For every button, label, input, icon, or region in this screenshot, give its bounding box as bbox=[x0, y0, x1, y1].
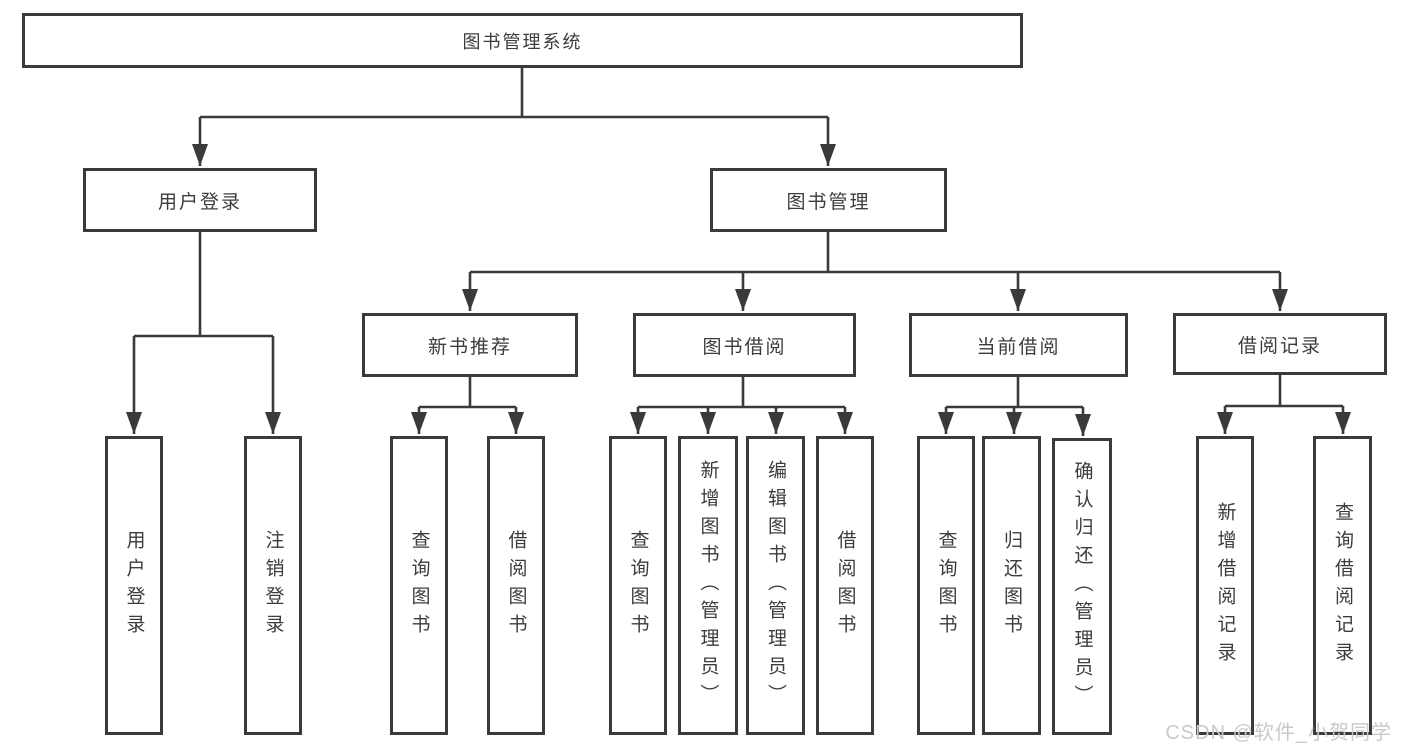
node-current-borrowing: 当前借阅 bbox=[909, 313, 1128, 377]
leaf-edit-books-admin: 编辑图书（管理员） bbox=[746, 436, 805, 735]
leaf-query-books-borrowing: 查询图书 bbox=[609, 436, 667, 735]
leaf-return-books: 归还图书 bbox=[982, 436, 1041, 735]
leaf-label: 编辑图书（管理员） bbox=[765, 459, 786, 712]
leaf-label: 借阅图书 bbox=[834, 529, 856, 642]
node-borrow-records: 借阅记录 bbox=[1173, 313, 1387, 375]
leaf-label: 确认归还（管理员） bbox=[1071, 460, 1093, 713]
leaf-label: 查询图书 bbox=[627, 529, 649, 642]
leaf-query-books-current: 查询图书 bbox=[917, 436, 975, 735]
leaf-label: 查询借阅记录 bbox=[1332, 501, 1353, 670]
leaf-borrow-books: 借阅图书 bbox=[816, 436, 874, 735]
node-book-management: 图书管理 bbox=[710, 168, 947, 232]
node-new-book-recommend: 新书推荐 bbox=[362, 313, 578, 377]
leaf-logout: 注销登录 bbox=[244, 436, 302, 735]
node-user-login: 用户登录 bbox=[83, 168, 317, 232]
leaf-add-books-admin: 新增图书（管理员） bbox=[678, 436, 738, 735]
csdn-watermark: CSDN @软件_小贺同学 bbox=[1165, 722, 1392, 744]
leaf-label: 新增图书（管理员） bbox=[697, 459, 719, 712]
leaf-user-login: 用户登录 bbox=[105, 436, 163, 735]
node-book-borrowing: 图书借阅 bbox=[633, 313, 856, 377]
leaf-query-borrow-record: 查询借阅记录 bbox=[1313, 436, 1372, 735]
leaf-label: 归还图书 bbox=[1001, 529, 1022, 642]
leaf-label: 用户登录 bbox=[123, 529, 145, 642]
leaf-label: 查询图书 bbox=[935, 529, 957, 642]
leaf-query-books-recommend: 查询图书 bbox=[390, 436, 448, 735]
leaf-label: 注销登录 bbox=[262, 529, 284, 642]
leaf-confirm-return-admin: 确认归还（管理员） bbox=[1052, 438, 1112, 735]
leaf-label: 借阅图书 bbox=[505, 529, 527, 642]
leaf-label: 查询图书 bbox=[408, 529, 430, 642]
leaf-borrow-books-recommend: 借阅图书 bbox=[487, 436, 545, 735]
leaf-label: 新增借阅记录 bbox=[1214, 501, 1236, 670]
node-root-system: 图书管理系统 bbox=[22, 13, 1023, 68]
leaf-add-borrow-record: 新增借阅记录 bbox=[1196, 436, 1254, 735]
